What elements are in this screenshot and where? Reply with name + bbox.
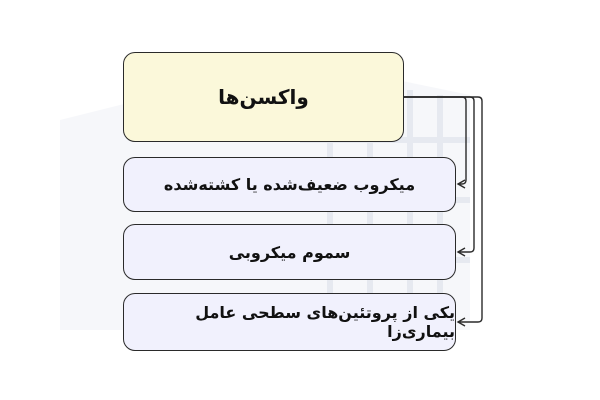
- child-node-attenuated-microbe: میکروب ضعیف‌شده یا کشته‌شده: [123, 157, 456, 212]
- child-node-label: یکی از پروتئین‌های سطحی عامل بیماری‌زا: [195, 303, 455, 341]
- root-node-label: واکسن‌ها: [218, 85, 309, 109]
- connector-child-2: [404, 96, 483, 327]
- child-node-surface-protein: یکی از پروتئین‌های سطحی عامل بیماری‌زا: [123, 293, 456, 351]
- child-node-label: میکروب ضعیف‌شده یا کشته‌شده: [163, 175, 416, 194]
- child-node-label: سموم میکروبی: [228, 242, 351, 262]
- child-node-toxins: سموم میکروبی: [123, 224, 456, 280]
- root-node: واکسن‌ها: [123, 52, 404, 142]
